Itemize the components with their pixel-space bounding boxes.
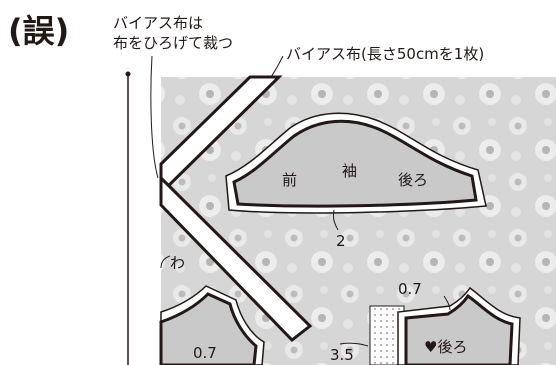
heading-error-mark: (誤) bbox=[8, 12, 70, 50]
fold-leader bbox=[160, 255, 171, 269]
sleeve-back-label: 後ろ bbox=[398, 171, 428, 189]
sleeve-front-label: 前 bbox=[282, 171, 297, 189]
note-bias-line1: バイアス布は bbox=[113, 14, 204, 32]
bias-strip-label: バイアス布(長さ50cmを1枚) bbox=[286, 45, 485, 63]
center-allowance-leader bbox=[339, 342, 369, 347]
left-allowance-label: 0.7 bbox=[193, 344, 217, 362]
fold-label: わ bbox=[170, 254, 185, 272]
sleeve-allowance-label: 2 bbox=[336, 232, 346, 250]
back-piece-label: ♥後ろ bbox=[424, 338, 467, 356]
bias-strip-lower bbox=[159, 174, 313, 343]
left-bottom-piece bbox=[159, 292, 258, 365]
sleeve-piece bbox=[232, 119, 478, 208]
center-allowance-label: 3.5 bbox=[330, 346, 354, 364]
dimension-end-dot bbox=[125, 71, 131, 77]
right-allowance-label: 0.7 bbox=[398, 280, 422, 298]
back-piece bbox=[404, 293, 514, 365]
right-allowance-leader bbox=[443, 295, 451, 311]
sleeve-allowance-leader bbox=[333, 209, 339, 231]
sleeve-name-label: 袖 bbox=[342, 162, 357, 180]
note-leader-line bbox=[150, 55, 159, 179]
note-bias-line2: 布をひろげて裁つ bbox=[113, 34, 234, 52]
